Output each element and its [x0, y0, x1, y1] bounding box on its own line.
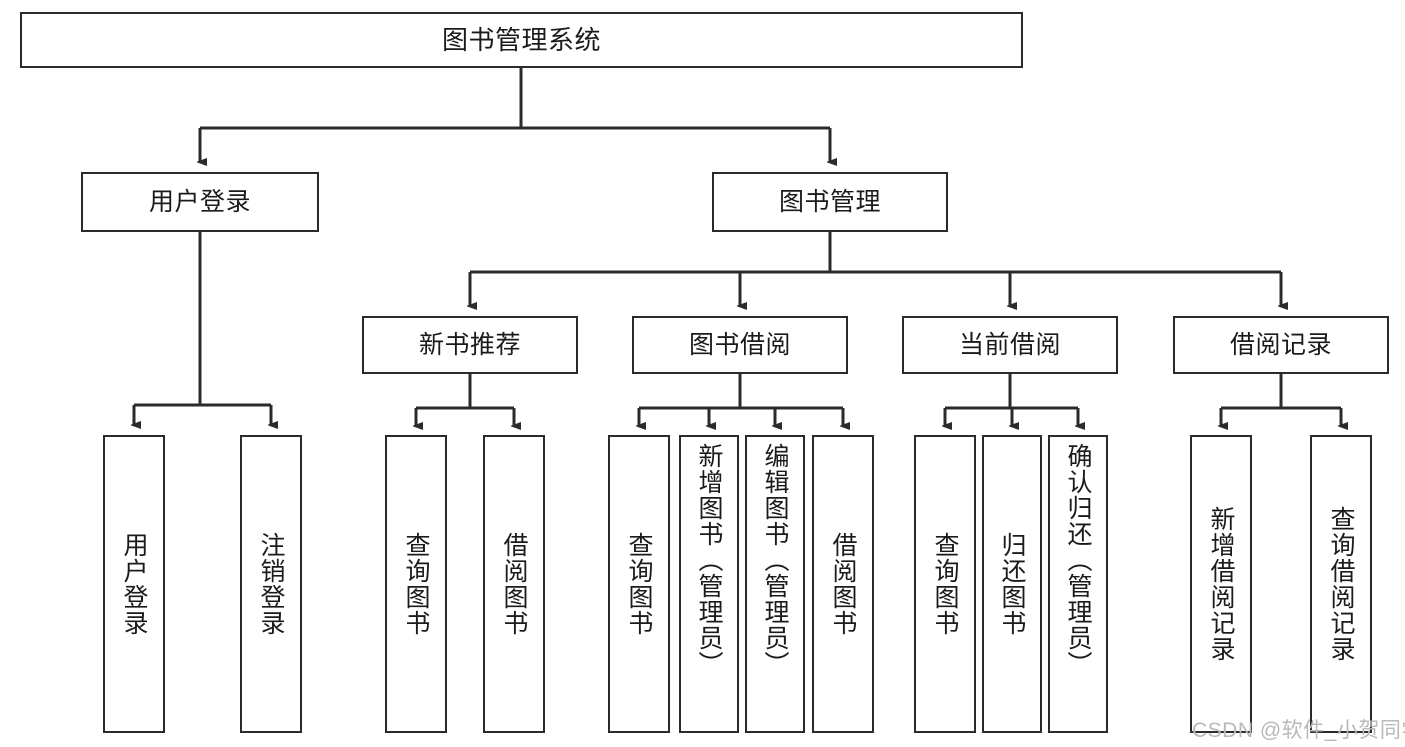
node-label: 查询图书 [931, 532, 959, 636]
leaf-borrow-book-borrowing[interactable]: 借阅图书 [812, 435, 874, 733]
leaf-query-book-borrowing[interactable]: 查询图书 [608, 435, 670, 733]
leaf-confirm-return-admin[interactable]: 确认归还（管理员） [1048, 435, 1108, 733]
leaf-logout[interactable]: 注销登录 [240, 435, 302, 733]
node-borrowing-record[interactable]: 借阅记录 [1173, 316, 1389, 374]
node-book-borrowing[interactable]: 图书借阅 [632, 316, 848, 374]
leaf-add-book-admin[interactable]: 新增图书（管理员） [679, 435, 739, 733]
node-label: 编辑图书（管理员） [761, 443, 789, 677]
leaf-query-book-newbook[interactable]: 查询图书 [385, 435, 447, 733]
node-root-book-management-system[interactable]: 图书管理系统 [20, 12, 1023, 68]
node-label: 新增图书（管理员） [695, 443, 723, 677]
node-user-login[interactable]: 用户登录 [81, 172, 319, 232]
leaf-query-borrowing-record[interactable]: 查询借阅记录 [1310, 435, 1372, 733]
node-new-book-recommendation[interactable]: 新书推荐 [362, 316, 578, 374]
leaf-user-login[interactable]: 用户登录 [103, 435, 165, 733]
node-label: 查询图书 [625, 532, 653, 636]
node-label: 借阅图书 [829, 532, 857, 636]
leaf-return-book[interactable]: 归还图书 [982, 435, 1042, 733]
leaf-add-borrowing-record[interactable]: 新增借阅记录 [1190, 435, 1252, 733]
node-label: 图书管理 [778, 187, 881, 216]
node-label: 注销登录 [257, 532, 285, 636]
watermark: CSDN @软件_小贺同学 [1192, 719, 1405, 742]
node-label: 归还图书 [998, 532, 1026, 636]
node-label: 借阅记录 [1229, 330, 1332, 359]
node-label: 新增借阅记录 [1207, 506, 1235, 662]
node-label: 图书管理系统 [441, 24, 601, 55]
leaf-query-book-current[interactable]: 查询图书 [914, 435, 976, 733]
node-book-management[interactable]: 图书管理 [712, 172, 948, 232]
node-label: 借阅图书 [500, 532, 528, 636]
node-label: 图书借阅 [688, 330, 791, 359]
node-current-borrowing[interactable]: 当前借阅 [902, 316, 1118, 374]
node-label: 确认归还（管理员） [1064, 443, 1092, 677]
leaf-borrow-book-newbook[interactable]: 借阅图书 [483, 435, 545, 733]
node-label: 用户登录 [148, 187, 251, 216]
node-label: 查询图书 [402, 532, 430, 636]
node-label: 当前借阅 [958, 330, 1061, 359]
node-label: 查询借阅记录 [1327, 506, 1355, 662]
node-label: 新书推荐 [418, 330, 521, 359]
leaf-edit-book-admin[interactable]: 编辑图书（管理员） [745, 435, 805, 733]
node-label: 用户登录 [120, 532, 148, 636]
